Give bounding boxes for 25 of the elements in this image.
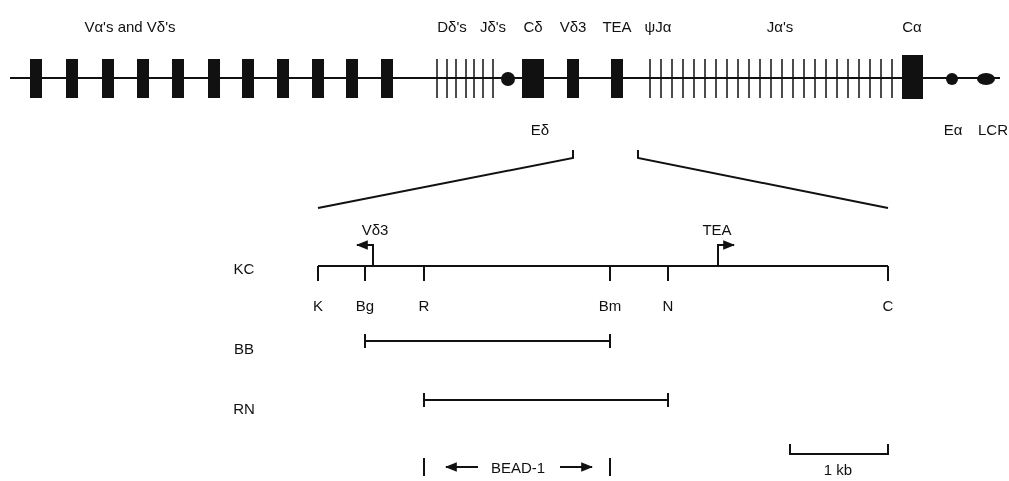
- gene-segment-label: TEA: [602, 18, 632, 34]
- restriction-site-label: N: [662, 297, 674, 313]
- gene-segment-label: ψJα: [644, 18, 672, 34]
- enhancer-label: Eδ: [530, 121, 550, 137]
- enhancer-label: Eα: [943, 121, 963, 137]
- region-label: Vα's and Vδ's: [84, 18, 176, 34]
- gene-segment-label: Vδ3: [559, 18, 587, 34]
- probe-label: BB: [234, 340, 254, 356]
- fragment-label: KC: [233, 260, 255, 276]
- gene-segment-label: Cδ: [523, 18, 543, 34]
- region-label: LCR: [978, 121, 1008, 137]
- gene-segment-label: Dδ's: [437, 18, 467, 34]
- restriction-site-label: K: [313, 297, 323, 313]
- restriction-site-label: Bg: [355, 297, 375, 313]
- restriction-site-label: C: [882, 297, 894, 313]
- promoter-label: TEA: [702, 221, 732, 237]
- scale-label: 1 kb: [823, 461, 853, 477]
- restriction-site-label: R: [418, 297, 430, 313]
- gene-segment-label: Jα's: [766, 18, 794, 34]
- probe-label: RN: [233, 400, 255, 416]
- restriction-site-label: Bm: [598, 297, 622, 313]
- gene-segment-label: Cα: [902, 18, 922, 34]
- promoter-label: Vδ3: [361, 221, 389, 237]
- gene-segment-label: Jδ's: [479, 18, 507, 34]
- region-label: BEAD-1: [490, 459, 546, 475]
